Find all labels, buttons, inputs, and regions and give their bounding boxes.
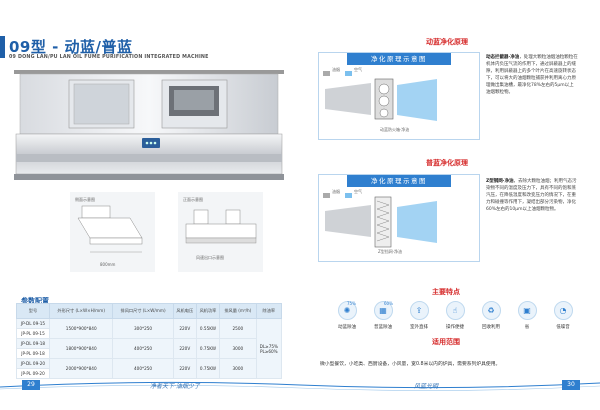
range-hood-illustration — [14, 70, 284, 180]
side-view-sketch — [70, 192, 155, 272]
features-title: 主要特点 — [432, 288, 460, 296]
cell-voltage: 220V — [172, 338, 197, 359]
sec2-airflow-graphic — [323, 193, 437, 248]
cell-power: 0.75KW — [195, 338, 221, 359]
feature-pct-2: 60% — [384, 301, 393, 306]
cell-voltage: 220V — [172, 358, 197, 379]
left-accent-bar — [0, 36, 5, 58]
feature-item: ▣省 — [512, 301, 542, 330]
footer-slogan-left: 净者天下·油烟少了 — [150, 383, 200, 390]
col-header: 风机电压 — [172, 303, 197, 319]
scope-title: 适用范围 — [432, 338, 460, 346]
col-header: 排风量 (m³/h) — [219, 303, 257, 319]
cell-size: 1800*900*840 — [48, 338, 114, 359]
page-title: 09型 - 动蓝/普蓝 — [9, 38, 133, 56]
features-row: ✺动蓝除油 ▦普蓝除油 ⇪室外直排 ☝操作便捷 ♻回收利用 ▣省 ◔低噪音 — [332, 301, 578, 330]
page-number-left: 29 — [22, 380, 40, 390]
feature-item: ☝操作便捷 — [440, 301, 470, 330]
sec1-diagram: 净化原理示意图 — [318, 52, 480, 140]
front-view-label: 正面示意图 — [183, 197, 203, 202]
table-row: JP-DL 09-18 1800*900*840 400*250 220V 0.… — [16, 338, 282, 359]
mute-icon: ◔ — [553, 301, 573, 320]
col-header: 除油率 — [255, 303, 283, 319]
cell-outlet: 300*250 — [112, 318, 174, 339]
table-row: JP-PL 09-20 — [16, 368, 282, 379]
col-header: 型号 — [16, 303, 50, 319]
col-header: 风机功率 — [195, 303, 221, 319]
feature-pct-1: 75% — [347, 301, 356, 306]
sec2-caption: Z型挡网·净油 — [378, 249, 403, 254]
cell-model: JP-DL 09-18 — [16, 338, 50, 349]
page-subtitle: 09 DONG LAN/PU LAN OIL FUME PURIFICATION… — [9, 55, 209, 60]
sec1-title: 动蓝净化原理 — [426, 38, 468, 46]
sec1-legend-air: 空气 — [354, 67, 362, 72]
sec2-description: Z型钢网·净油，去除大颗粒油烟；利用气态污染物不同的温度及压力下，具有不同的饱和… — [486, 179, 577, 212]
feature-item: ✺动蓝除油 — [332, 301, 362, 330]
table-row: JP-DL 09-20 2000*900*840 400*250 220V 0.… — [16, 358, 282, 379]
table-row: JP-DL 09-15 1500*900*840 300*250 220V 0.… — [16, 318, 283, 379]
cell-size: 2000*900*840 — [48, 358, 114, 379]
cell-size: 1500*900*840 — [48, 318, 114, 339]
sec1-description: 动态拦截器·净油，处理大颗粒油烟油粒颗粒在机体内负压气流的作用下，通过屏蔽器上的… — [486, 55, 578, 95]
col-header: 排风口尺寸 (L×W/mm) — [112, 303, 174, 319]
feature-item: ⇪室外直排 — [404, 301, 434, 330]
fan-icon: ✺ — [337, 301, 357, 320]
feature-item: ♻回收利用 — [476, 301, 506, 330]
sec1-legend-fume: 油烟 — [332, 67, 340, 72]
cell-model: JP-DL 09-20 — [16, 358, 50, 369]
sec1-airflow-graphic — [323, 71, 437, 121]
cell-model: JP-PL 09-18 — [16, 348, 50, 359]
cell-outlet: 400*250 — [112, 358, 174, 379]
cell-airflow: 3000 — [219, 338, 257, 359]
sec2-title: 普蓝净化原理 — [426, 159, 468, 167]
feature-item: ◔低噪音 — [548, 301, 578, 330]
cell-outlet: 400*250 — [112, 338, 174, 359]
cell-airflow: 2500 — [219, 318, 257, 339]
params-title: 参数配置 — [21, 297, 49, 305]
cell-model: JP-DL 09-15 — [16, 318, 50, 329]
cell-model: JP-PL 09-15 — [16, 328, 50, 339]
hand-icon: ☝ — [445, 301, 465, 320]
col-header: 外形尺寸 (L×W×H/mm) — [48, 303, 114, 319]
recycle-icon: ♻ — [481, 301, 501, 320]
cell-power: 0.75KW — [195, 358, 221, 379]
sec2-diagram: 净化原理示意图 — [318, 174, 480, 262]
sec1-diagram-header: 净化原理示意图 — [347, 53, 451, 65]
side-view-label: 侧面示意图 — [75, 197, 95, 202]
page-number-right: 30 — [562, 380, 580, 390]
spec-table: 型号 外形尺寸 (L×W×H/mm) 排风口尺寸 (L×W/mm) 风机电压 风… — [16, 303, 283, 379]
cell-power: 0.55KW — [195, 318, 221, 339]
cell-airflow: 3000 — [219, 358, 257, 379]
cell-voltage: 220V — [172, 318, 197, 339]
cell-model: JP-PL 09-20 — [16, 368, 50, 379]
filter-icon: ▦ — [373, 301, 393, 320]
side-view-dimension: 800mm — [100, 262, 116, 267]
cell-removal-rate: DL≥75%PL≥60% — [255, 318, 283, 379]
scope-text: 微小型餐饮，小吃类、西厨设备，小风量，宽0.8米以内的炉具，需要系列炉具使用。 — [320, 362, 501, 367]
sec2-diagram-header: 净化原理示意图 — [347, 175, 451, 187]
feature-item: ▦普蓝除油 — [368, 301, 398, 330]
front-view-note: 风速出口示意图 — [196, 255, 224, 260]
sec2-legend-air: 空气 — [354, 189, 362, 194]
sec2-legend-fume: 油烟 — [332, 189, 340, 194]
footer-slogan-right: 风蓝光明 — [414, 383, 439, 390]
outlet-icon: ⇪ — [409, 301, 429, 320]
sec1-caption: 动蓝防火箱·净油 — [380, 127, 410, 132]
footer-wave — [0, 381, 600, 391]
front-view-sketch — [178, 192, 263, 272]
wallet-icon: ▣ — [517, 301, 537, 320]
